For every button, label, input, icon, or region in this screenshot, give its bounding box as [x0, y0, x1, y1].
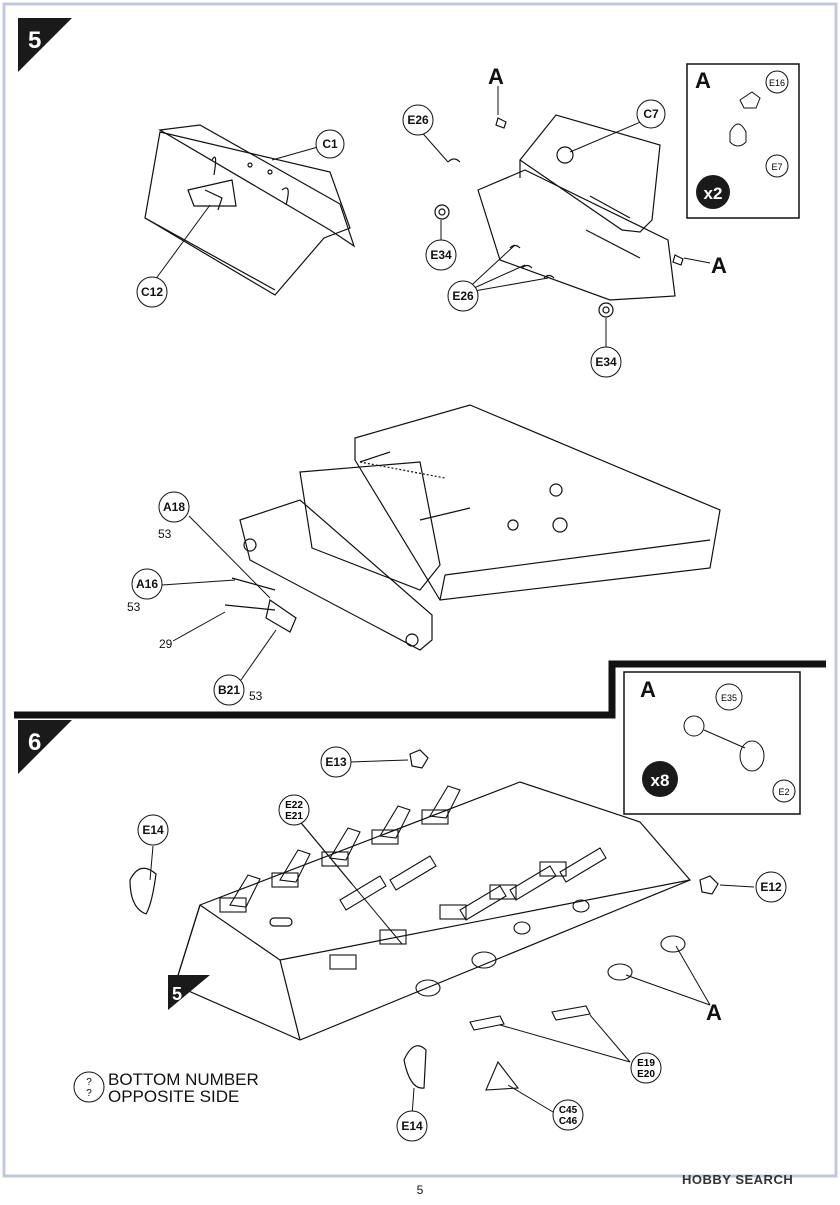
callout-e20: E20	[637, 1069, 655, 1080]
callout-e13: E13	[325, 755, 347, 769]
step5-callouts: C1 C12 E26 C7 E34 E26 E34 A A A18 53 A16…	[127, 64, 727, 706]
ref5-number: 5	[172, 984, 182, 1004]
callout-e19: E19	[637, 1058, 655, 1069]
note-symbol-circle	[73, 1071, 105, 1103]
callout-a18: A18	[163, 500, 185, 514]
inset6-part-e2: E2	[778, 787, 789, 797]
step6-leader-lines	[149, 759, 755, 1117]
inset-part-e16: E16	[769, 78, 785, 88]
inset-part-e7: E7	[771, 162, 782, 172]
callout-a6: A	[706, 1000, 722, 1025]
callout-e14-bottom: E14	[401, 1119, 423, 1133]
callout-a16: A16	[136, 577, 158, 591]
step5-badge	[18, 18, 72, 72]
step6-callouts: E13 E22 E21 E14 E12 A E19 E20 C45 C46 E1…	[73, 746, 787, 1142]
hatch-part-c1	[144, 124, 356, 296]
note-symbol-bottom: ?	[86, 1088, 92, 1099]
suspension-arms	[219, 785, 686, 1091]
callout-e22: E22	[285, 800, 303, 811]
callout-c12: C12	[141, 285, 163, 299]
callout-c46: C46	[559, 1116, 578, 1127]
step-divider	[14, 660, 826, 719]
callout-a-right: A	[711, 253, 727, 278]
inset6-letter: A	[640, 677, 656, 702]
callout-e21: E21	[285, 811, 303, 822]
hull-assembly-step5	[224, 404, 721, 651]
callout-29: 29	[159, 637, 173, 651]
step6-panel: 6 A E35 E2 x8	[18, 671, 801, 1142]
note-line-1: BOTTOM NUMBER	[108, 1070, 259, 1089]
note-line-2: OPPOSITE SIDE	[108, 1087, 240, 1106]
callout-e34-b: E34	[595, 355, 617, 369]
step6-inset: A E35 E2 x8	[623, 671, 801, 815]
inset6-multiplier: x8	[651, 771, 670, 790]
page-number: 5	[416, 1183, 424, 1197]
callout-e26-top: E26	[407, 113, 429, 127]
callout-b21-sub: 53	[249, 689, 263, 703]
step6-number: 6	[28, 729, 41, 756]
inset-multiplier: x2	[704, 184, 723, 203]
callout-b21: B21	[218, 683, 240, 697]
callout-a18-sub: 53	[158, 527, 172, 541]
callout-e34-a: E34	[430, 248, 452, 262]
callout-e14-top: E14	[142, 823, 164, 837]
bottom-number-note: BOTTOM NUMBER OPPOSITE SIDE	[108, 1071, 259, 1105]
hatch-assembly-top	[434, 114, 684, 318]
callout-c45: C45	[559, 1105, 578, 1116]
inset-letter: A	[695, 68, 711, 93]
ref5-badge	[168, 975, 210, 1010]
step5-leader-lines	[154, 86, 711, 681]
callout-a16-sub: 53	[127, 600, 141, 614]
note-symbol-top: ?	[86, 1077, 92, 1088]
step5-number: 5	[28, 27, 41, 54]
callout-e12: E12	[760, 880, 782, 894]
callout-e26-multi: E26	[452, 289, 474, 303]
inset6-part-e35: E35	[721, 693, 737, 703]
callout-a-top: A	[488, 64, 504, 89]
callout-c1: C1	[322, 137, 338, 151]
watermark: HOBBY SEARCH	[682, 1172, 794, 1187]
step5-panel: 5	[14, 18, 826, 719]
callout-c7: C7	[643, 107, 659, 121]
step5-inset: A E16 E7 x2	[686, 63, 800, 219]
page-frame	[2, 2, 838, 1178]
step6-badge	[18, 720, 72, 774]
